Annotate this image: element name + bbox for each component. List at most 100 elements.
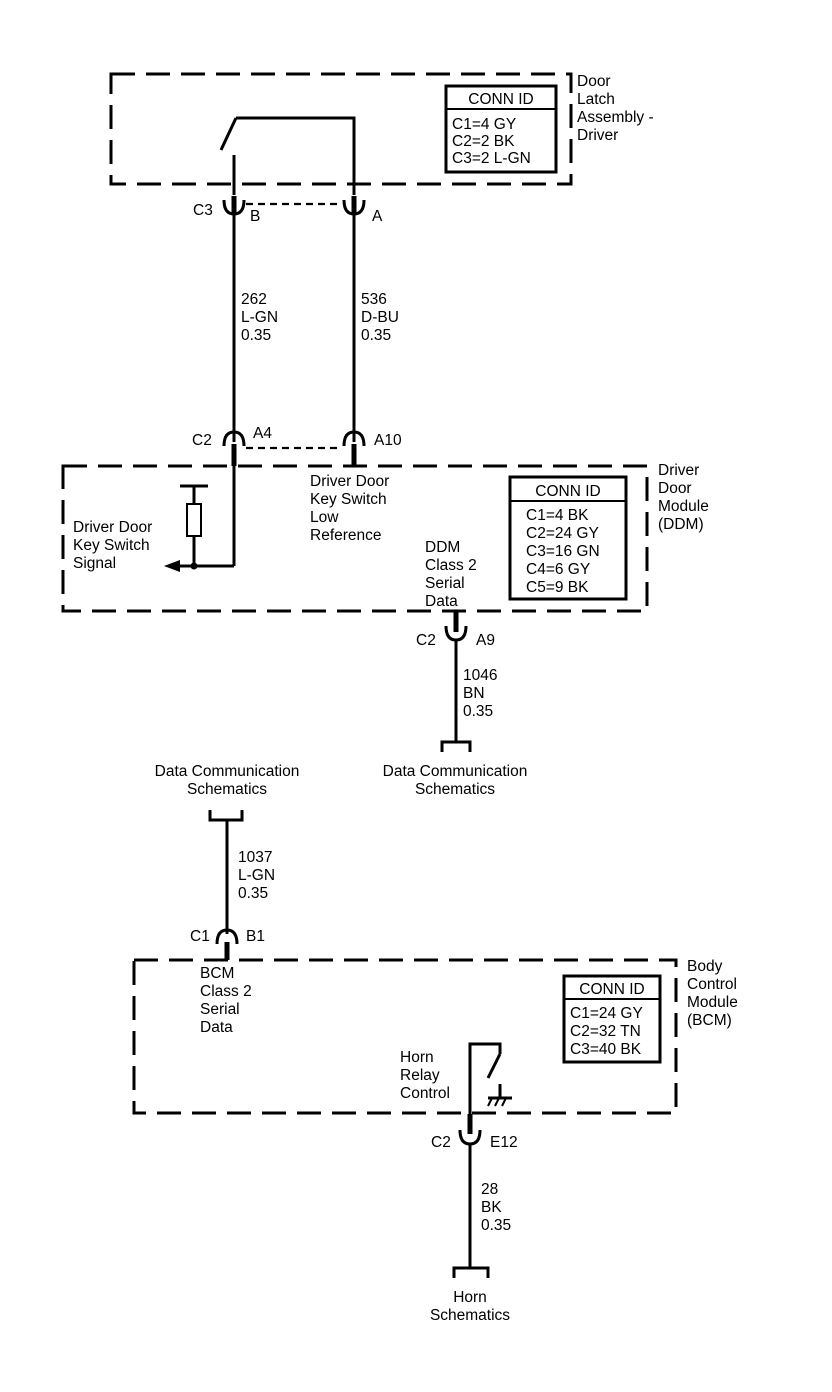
ddm-low-reference-line-1: Driver Door xyxy=(310,473,389,490)
door-latch-conn-row: C2=2 BK xyxy=(452,133,515,150)
horn-relay-driver-switch xyxy=(468,1042,512,1134)
driver-door-module: Driver Door Module (DDM) CONN ID C1=4 BK… xyxy=(61,462,709,613)
bcm-horn-relay-line-3: Control xyxy=(400,1085,450,1102)
door-latch-name-line-1: Door xyxy=(577,73,611,90)
horn-reference-line-1: Horn xyxy=(453,1289,487,1306)
door-latch-conn-row: C1=4 GY xyxy=(452,116,516,133)
bcm-serial-data-line-1: BCM xyxy=(200,965,234,982)
door-latch-name-line-4: Driver xyxy=(577,127,618,144)
bcm-serial-data-line-2: Class 2 xyxy=(200,983,252,1000)
latch-key-switch xyxy=(219,116,356,195)
ddm-serial-data-line-4: Data xyxy=(425,593,458,610)
wire-536-size: 0.35 xyxy=(361,327,391,344)
wire-262-color: L-GN xyxy=(241,309,278,326)
wire-28-circuit: 28 xyxy=(481,1181,498,1198)
bcm-conn-row: C2=32 TN xyxy=(570,1023,641,1040)
ddm-key-switch-signal-line-2: Key Switch xyxy=(73,537,150,554)
ddm-name-line-1: Driver xyxy=(658,462,699,479)
door-latch-conn-title: CONN ID xyxy=(468,91,533,108)
bcm-connector-b1-id: C1 xyxy=(190,928,210,945)
ddm-conn-id-table: CONN ID C1=4 BK C2=24 GY C3=16 GN C4=6 G… xyxy=(508,475,628,601)
pullup-resistor xyxy=(186,503,202,537)
door-latch-outline xyxy=(109,72,573,186)
latch-connector-a-pin: A xyxy=(372,208,383,225)
ddm-connector-a10: A10 xyxy=(342,430,402,466)
latch-connector-a: A xyxy=(342,196,383,225)
ddm-conn-row: C3=16 GN xyxy=(526,543,600,560)
wire-28-label: 28 BK 0.35 xyxy=(481,1181,511,1234)
ddm-low-reference-line-2: Key Switch xyxy=(310,491,387,508)
ddm-conn-row: C4=6 GY xyxy=(526,561,590,578)
wire-536-circuit: 536 xyxy=(361,291,387,308)
ddm-connector-a10-pin: A10 xyxy=(374,432,402,449)
wire-262-label: 262 L-GN 0.35 xyxy=(241,291,278,344)
data-comm-left-line-2: Schematics xyxy=(187,781,267,798)
ddm-name-line-2: Door xyxy=(658,480,692,497)
bcm-connector-b1-pin: B1 xyxy=(246,928,265,945)
bcm-outline xyxy=(132,958,678,1115)
ddm-conn-row: C5=9 BK xyxy=(526,579,589,596)
ddm-serial-data-line-2: Class 2 xyxy=(425,557,477,574)
wire-1046-circuit: 1046 xyxy=(463,667,497,684)
horn-schematics-reference: Horn Schematics xyxy=(430,1266,510,1324)
ddm-connector-a9-pin: A9 xyxy=(476,632,495,649)
ddm-conn-row: C1=4 BK xyxy=(526,507,589,524)
bcm-conn-title: CONN ID xyxy=(579,981,644,998)
door-latch-name-line-3: Assembly - xyxy=(577,109,654,126)
ddm-key-switch-signal-line-3: Signal xyxy=(73,555,116,572)
body-control-module: Body Control Module (BCM) CONN ID C1=24 … xyxy=(132,958,738,1134)
bcm-conn-row: C1=24 GY xyxy=(570,1005,643,1022)
door-latch-conn-row: C3=2 L-GN xyxy=(452,150,531,167)
bcm-conn-id-table: CONN ID C1=24 GY C2=32 TN C3=40 BK xyxy=(562,974,662,1064)
door-latch-name-line-2: Latch xyxy=(577,91,615,108)
ddm-connector-a9-id: C2 xyxy=(416,632,436,649)
door-latch-conn-id-table: CONN ID C1=4 GY C2=2 BK C3=2 L-GN xyxy=(444,84,558,174)
bcm-name-line-2: Control xyxy=(687,976,737,993)
ddm-name-line-3: Module xyxy=(658,498,709,515)
bcm-name-line-3: Module xyxy=(687,994,738,1011)
bcm-name-line-4: (BCM) xyxy=(687,1012,732,1029)
ddm-key-switch-input-circuit xyxy=(164,466,236,572)
wire-1037-color: L-GN xyxy=(238,867,275,884)
data-comm-reference-right: Data Communication Schematics xyxy=(383,740,528,798)
bcm-horn-relay-line-2: Relay xyxy=(400,1067,440,1084)
data-comm-right-line-2: Schematics xyxy=(415,781,495,798)
ddm-connector-a9: C2 A9 xyxy=(416,612,495,649)
wire-262-circuit: 262 xyxy=(241,291,267,308)
wire-1037-circuit: 1037 xyxy=(238,849,272,866)
wire-1037-size: 0.35 xyxy=(238,885,268,902)
ddm-connector-a4-id: C2 xyxy=(192,432,212,449)
latch-connector-b-pin: B xyxy=(250,208,260,225)
ddm-connector-a4-pin: A4 xyxy=(253,425,272,442)
wire-536-label: 536 D-BU 0.35 xyxy=(361,291,399,344)
ddm-serial-data-line-3: Serial xyxy=(425,575,465,592)
data-comm-left-line-1: Data Communication xyxy=(155,763,300,780)
ddm-conn-row: C2=24 GY xyxy=(526,525,599,542)
bcm-serial-data-line-4: Data xyxy=(200,1019,233,1036)
wire-1046-color: BN xyxy=(463,685,485,702)
wire-1046-label: 1046 BN 0.35 xyxy=(463,667,497,720)
wire-262-size: 0.35 xyxy=(241,327,271,344)
bcm-serial-data-line-3: Serial xyxy=(200,1001,240,1018)
ddm-conn-title: CONN ID xyxy=(535,483,600,500)
data-comm-right-line-1: Data Communication xyxy=(383,763,528,780)
bcm-horn-relay-line-1: Horn xyxy=(400,1049,434,1066)
wire-1046-size: 0.35 xyxy=(463,703,493,720)
wire-28-size: 0.35 xyxy=(481,1217,511,1234)
latch-connector-b-id: C3 xyxy=(193,202,213,219)
ddm-low-reference-line-3: Low xyxy=(310,509,339,526)
ddm-key-switch-signal-line-1: Driver Door xyxy=(73,519,152,536)
ddm-low-reference-line-4: Reference xyxy=(310,527,382,544)
ddm-outline xyxy=(61,464,649,613)
bcm-name-line-1: Body xyxy=(687,958,723,975)
horn-reference-line-2: Schematics xyxy=(430,1307,510,1324)
bcm-connector-e12-id: C2 xyxy=(431,1134,451,1151)
latch-connector-b: C3 B xyxy=(193,196,260,225)
wire-536-color: D-BU xyxy=(361,309,399,326)
bcm-conn-row: C3=40 BK xyxy=(570,1041,642,1058)
ddm-serial-data-line-1: DDM xyxy=(425,539,460,556)
wire-28-color: BK xyxy=(481,1199,502,1216)
wire-1037-label: 1037 L-GN 0.35 xyxy=(238,849,275,902)
ddm-connector-a4: C2 A4 xyxy=(192,425,272,466)
